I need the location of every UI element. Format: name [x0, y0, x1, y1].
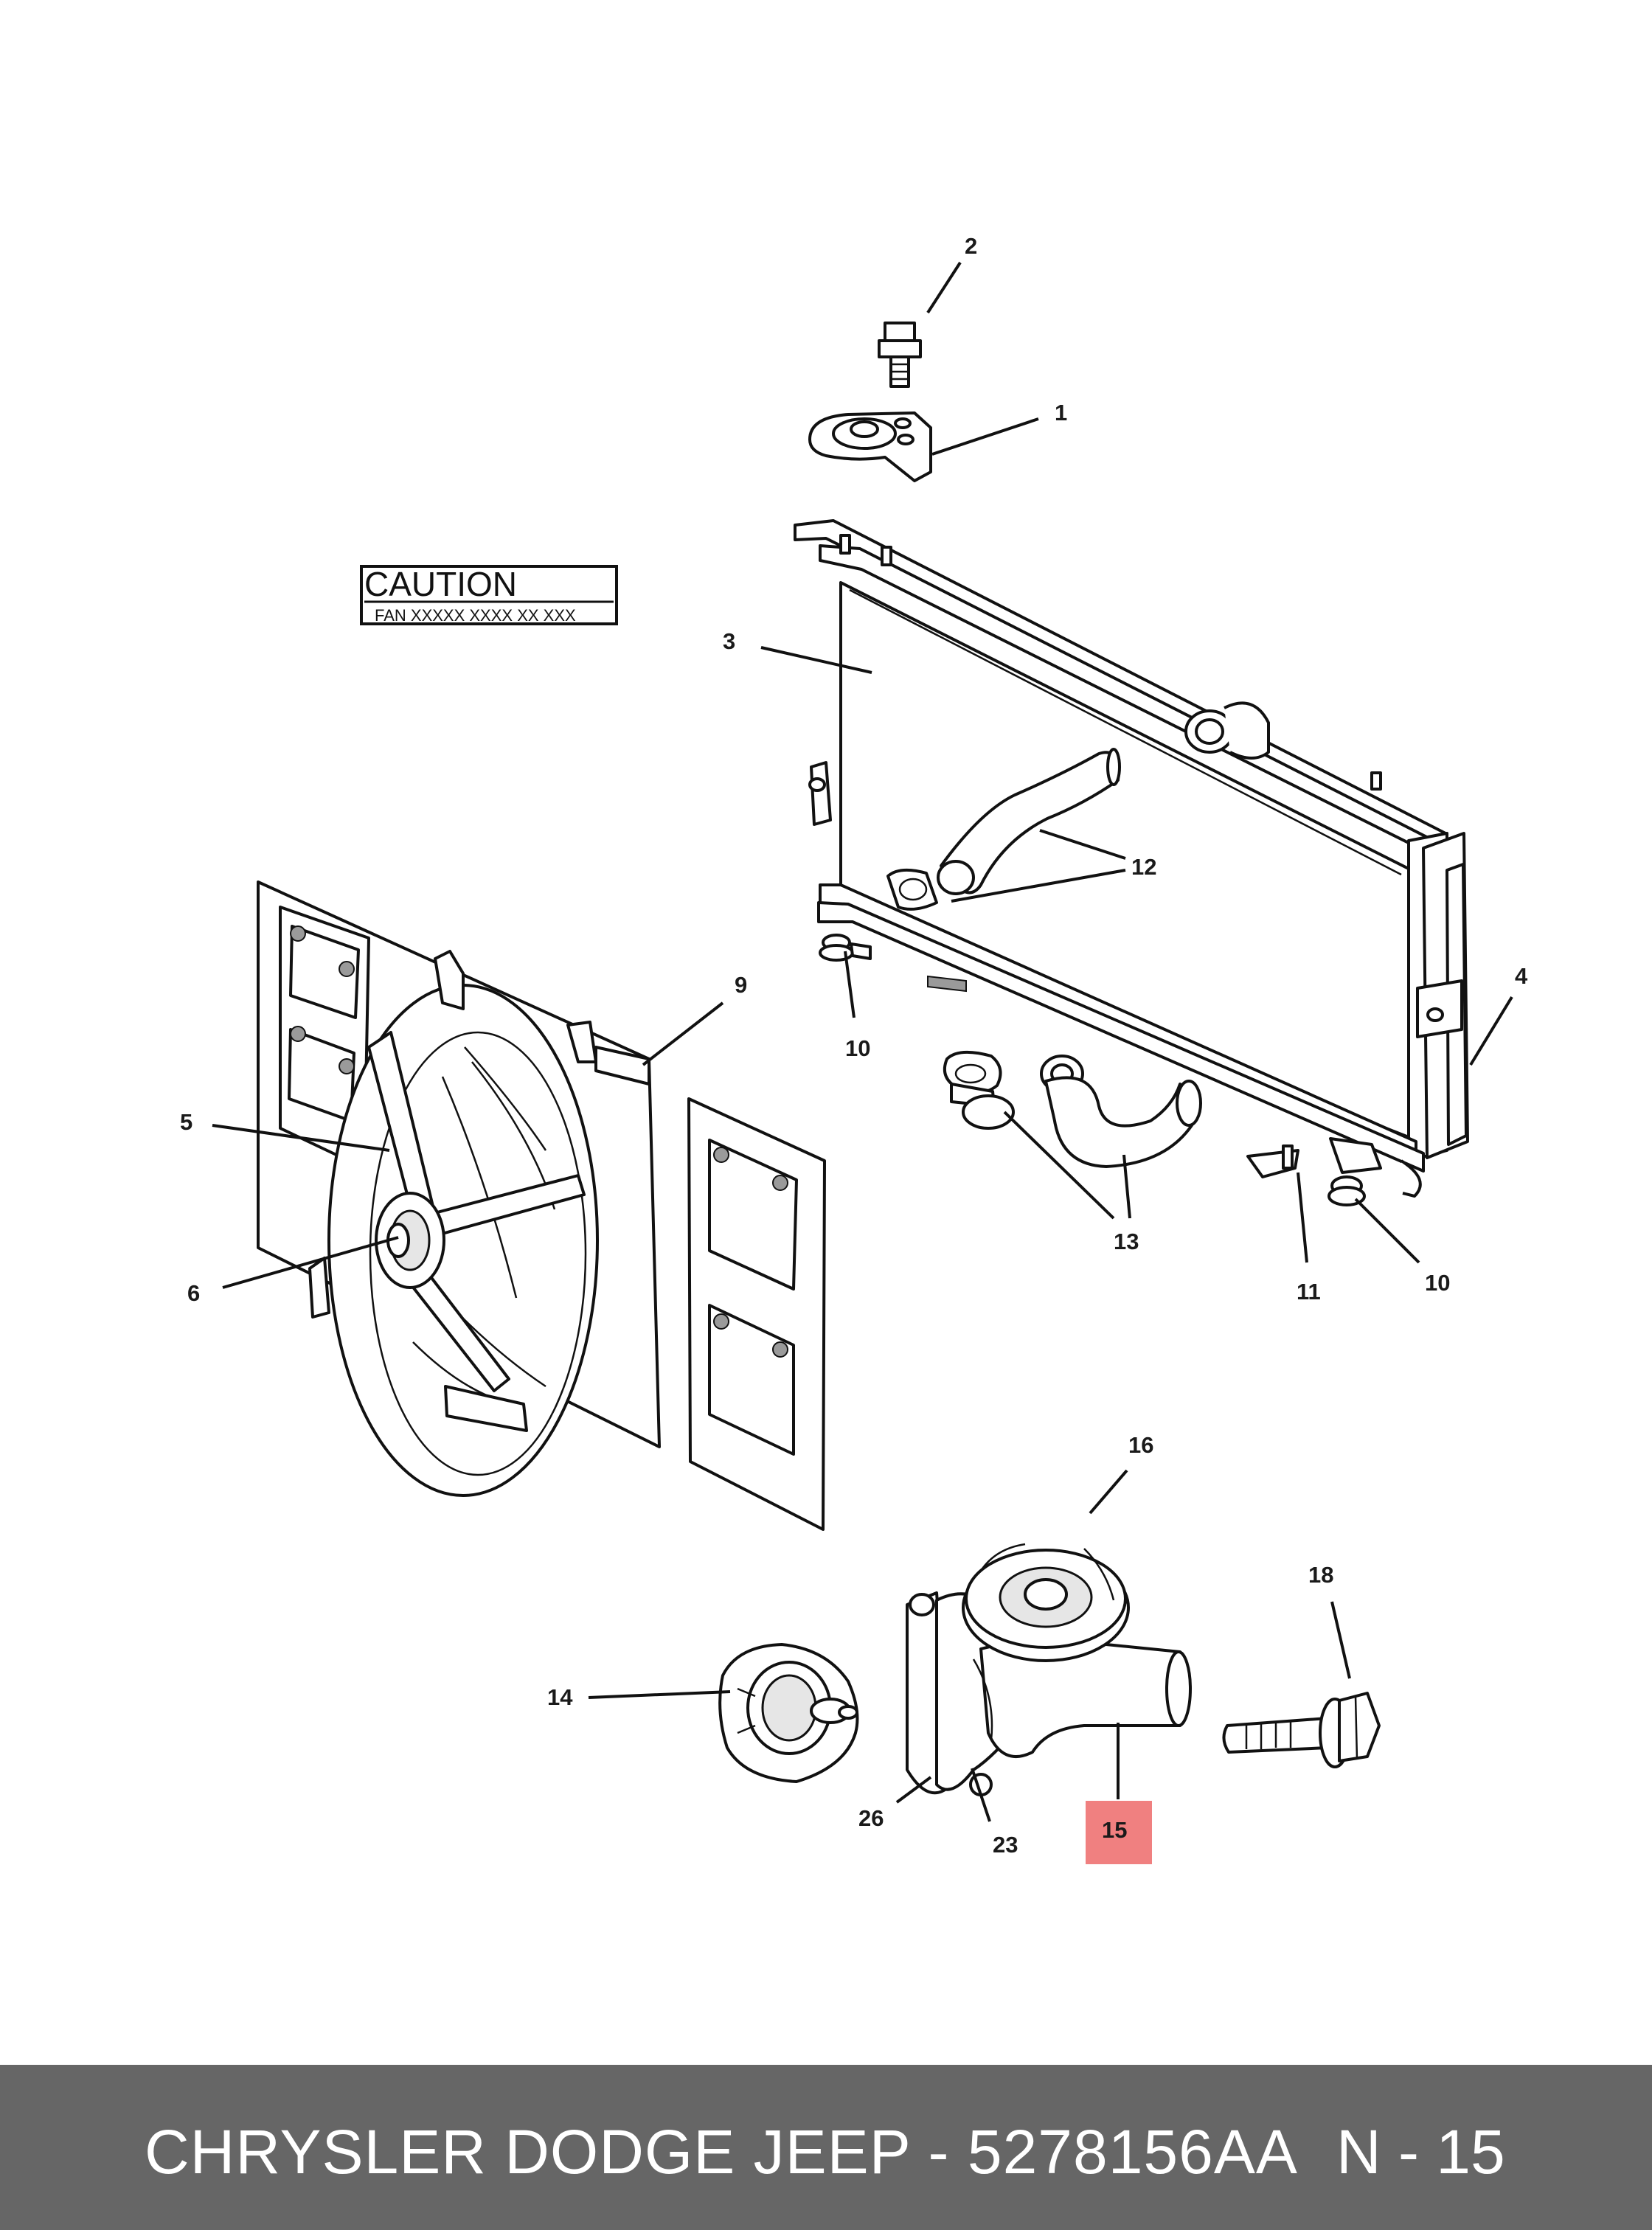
callout-15: 15 — [1102, 1817, 1127, 1843]
bracket-part-1 — [808, 411, 932, 482]
callout-12: 12 — [1131, 854, 1156, 880]
callout-11: 11 — [1297, 1279, 1321, 1305]
footer-brand-part-number: CHRYSLER DODGE JEEP - 5278156AA — [145, 2117, 1298, 2186]
callout-16: 16 — [1128, 1432, 1153, 1458]
mount-part-10-right — [1328, 1175, 1366, 1206]
bolt-part-2 — [878, 322, 922, 388]
condenser-part-4-panel — [687, 1097, 826, 1531]
callout-10-left: 10 — [845, 1035, 870, 1061]
callout-2: 2 — [965, 233, 977, 259]
parts-diagram: CAUTION FAN XXXXX XXXX XX XXX — [180, 233, 1528, 1864]
fan-part-5 — [308, 950, 599, 1497]
mount-part-10-left — [819, 934, 872, 962]
callout-23: 23 — [993, 1832, 1018, 1858]
callout-10-right: 10 — [1425, 1270, 1450, 1296]
callout-14: 14 — [547, 1684, 573, 1710]
footer-bar: CHRYSLER DODGE JEEP - 5278156AA N - 15 — [0, 2065, 1652, 2230]
upper-hose-part-12 — [886, 748, 1121, 911]
bolt-part-18 — [1222, 1692, 1381, 1768]
footer-page-ref: N - 15 — [1336, 2117, 1505, 2186]
callout-4: 4 — [1515, 963, 1528, 989]
callout-6: 6 — [187, 1280, 200, 1306]
caution-text: FAN XXXXX XXXX XX XXX — [375, 606, 576, 625]
lower-hose-part-13 — [943, 1050, 1202, 1168]
callout-9: 9 — [735, 972, 747, 998]
bracket-part-11 — [1246, 1144, 1299, 1178]
callout-1: 1 — [1055, 400, 1067, 425]
outlet-housing-part-15 — [906, 1591, 1192, 1796]
radiator-cap-part-16 — [962, 1543, 1130, 1662]
caution-title: CAUTION — [364, 565, 517, 603]
callout-15-highlight: 15 — [1086, 1801, 1152, 1864]
callout-13: 13 — [1114, 1229, 1139, 1254]
thermostat-part-14 — [718, 1643, 859, 1783]
callout-18: 18 — [1308, 1562, 1333, 1588]
caution-label: CAUTION FAN XXXXX XXXX XX XXX — [360, 565, 618, 625]
callout-26: 26 — [858, 1805, 884, 1831]
callout-5: 5 — [180, 1109, 192, 1135]
radiator-part-3 — [794, 519, 1469, 1198]
callout-3: 3 — [723, 628, 735, 654]
